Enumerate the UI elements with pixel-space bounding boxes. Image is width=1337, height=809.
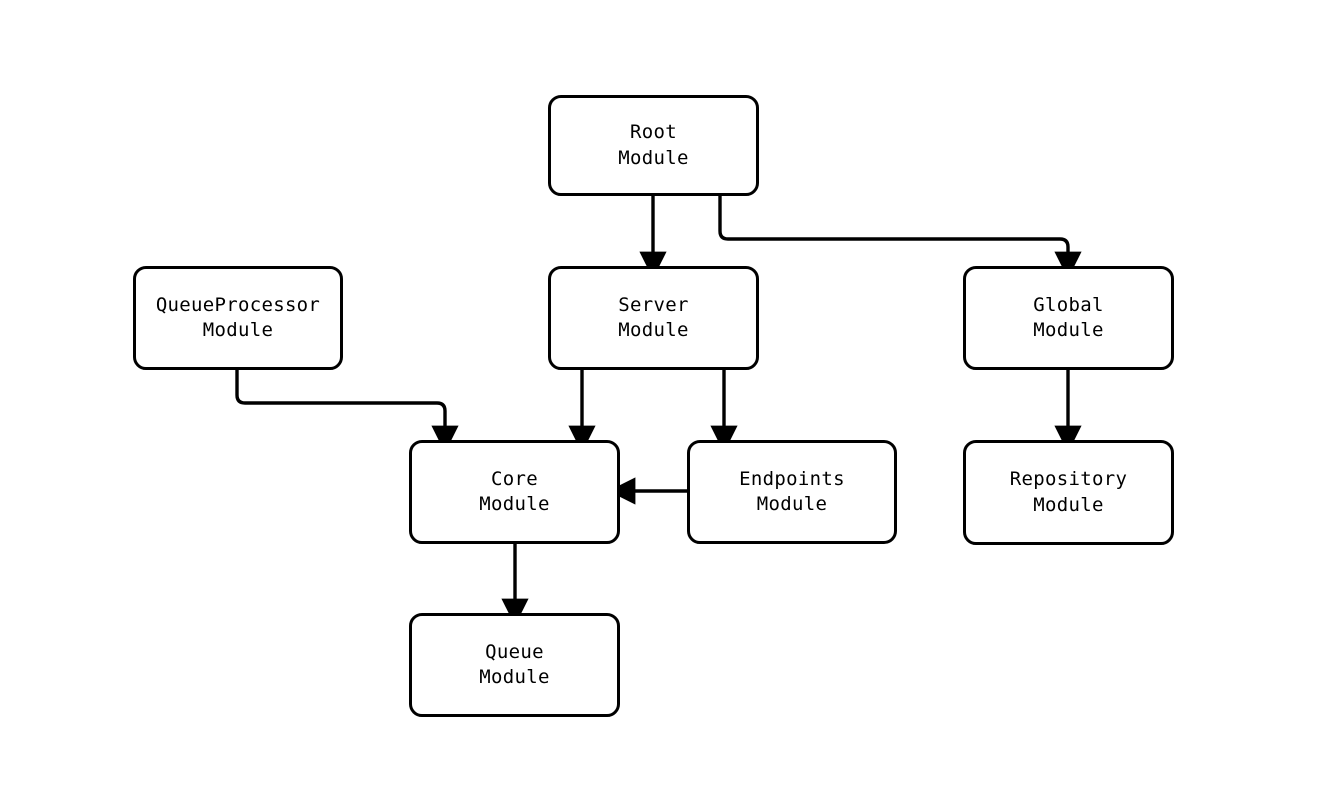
- node-repository-label-line1: Repository: [1009, 468, 1128, 491]
- node-queue-label-line2: Module: [479, 666, 550, 688]
- edge-group: [235, 196, 1082, 626]
- edge-root-to-global: [718, 196, 1082, 279]
- node-endpoints-label-line1: Endpoints: [739, 467, 845, 490]
- node-server-label-line2: Module: [618, 319, 689, 341]
- node-root-label-line1: Root: [630, 121, 677, 144]
- node-queueprocessor-label-line2: Module: [202, 319, 274, 341]
- node-queueprocessor-label-line1: QueueProcessor: [155, 293, 321, 316]
- node-server-label-line1: Server: [618, 293, 689, 316]
- node-core[interactable]: Core Module: [409, 440, 620, 544]
- node-queue[interactable]: Queue Module: [409, 613, 620, 717]
- node-queue-label-line1: Queue: [485, 640, 544, 663]
- node-repository[interactable]: Repository Module: [963, 440, 1174, 545]
- node-endpoints[interactable]: Endpoints Module: [687, 440, 897, 544]
- node-root-label-line2: Module: [618, 146, 689, 169]
- node-global-label-line2: Module: [1033, 319, 1104, 341]
- node-global-label-line1: Global: [1033, 293, 1104, 316]
- edge-queueprocessor-to-core: [235, 370, 459, 453]
- node-global[interactable]: Global Module: [963, 266, 1174, 370]
- node-queueprocessor[interactable]: QueueProcessor Module: [133, 266, 343, 370]
- node-server[interactable]: Server Module: [548, 266, 759, 370]
- node-repository-label-line2: Module: [1033, 493, 1104, 516]
- node-root[interactable]: Root Module: [548, 95, 759, 196]
- node-core-label-line1: Core: [491, 467, 538, 490]
- node-core-label-line2: Module: [479, 493, 550, 515]
- node-endpoints-label-line2: Module: [756, 493, 828, 515]
